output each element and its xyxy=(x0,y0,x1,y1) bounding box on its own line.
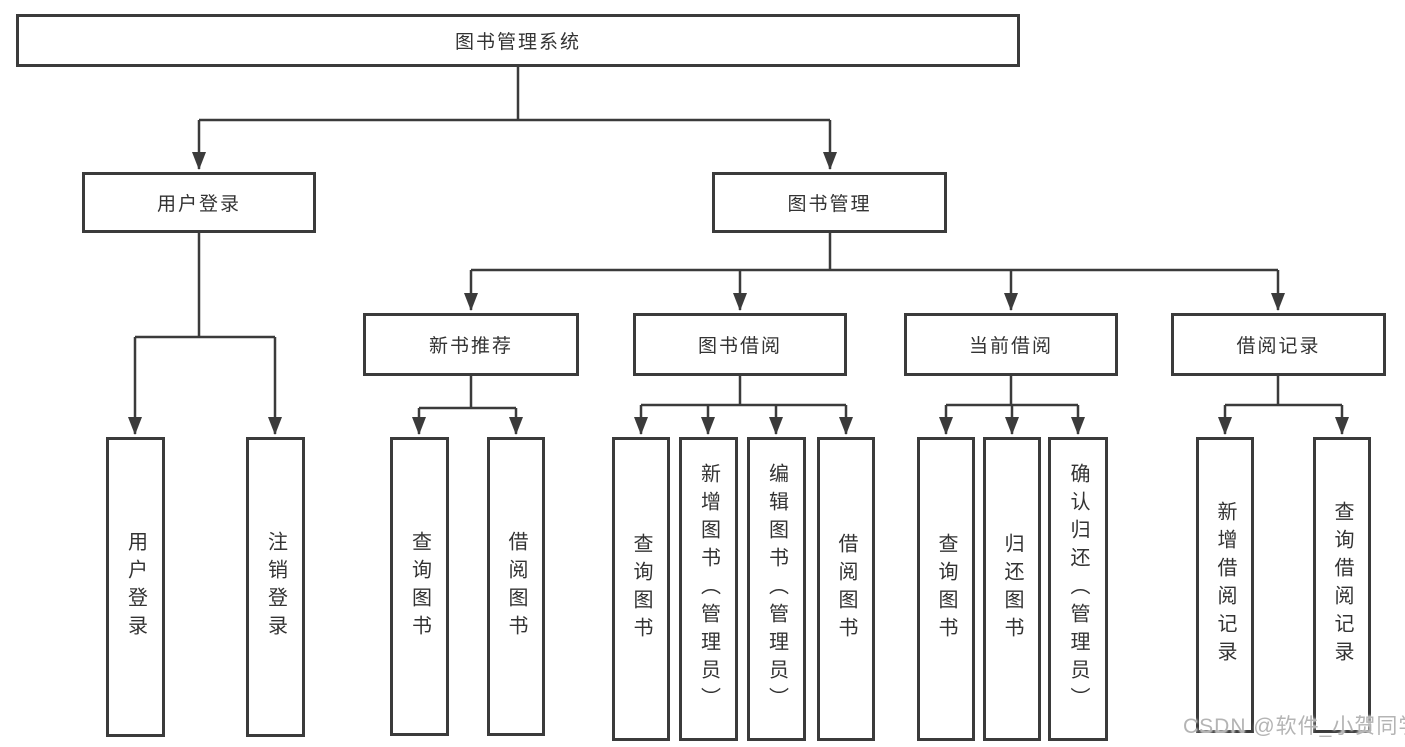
node-label: 借阅记录 xyxy=(1236,336,1321,357)
leaf-borrow-add-book-admin: 新增图书（管理员） xyxy=(679,437,738,741)
node-root-system: 图书管理系统 xyxy=(16,14,1020,67)
node-label: 用户登录 xyxy=(156,194,241,215)
leaf-borrow-borrow-book: 借阅图书 xyxy=(817,437,875,741)
csdn-watermark: CSDN @软件_小贺同学 xyxy=(1183,715,1405,738)
node-label: 借阅图书 xyxy=(835,533,857,645)
node-label: 借阅图书 xyxy=(505,530,527,643)
node-label: 查询图书 xyxy=(630,533,652,645)
leaf-record-query-borrow-record: 查询借阅记录 xyxy=(1313,437,1371,733)
node-label: 图书管理 xyxy=(787,194,872,215)
node-borrow-record: 借阅记录 xyxy=(1171,313,1386,376)
node-label: 图书借阅 xyxy=(697,336,782,357)
node-label: 查询图书 xyxy=(408,530,431,643)
node-label: 注销登录 xyxy=(264,531,287,643)
node-label: 确认归还（管理员） xyxy=(1067,463,1089,715)
leaf-logout: 注销登录 xyxy=(246,437,305,737)
node-current-borrow: 当前借阅 xyxy=(904,313,1118,376)
leaf-current-query-book: 查询图书 xyxy=(917,437,975,741)
leaf-recommend-query-book: 查询图书 xyxy=(390,437,449,736)
node-label: 新增借阅记录 xyxy=(1214,501,1236,669)
node-label: 编辑图书（管理员） xyxy=(765,463,788,715)
node-user-login-group: 用户登录 xyxy=(82,172,316,233)
leaf-recommend-borrow-book: 借阅图书 xyxy=(487,437,545,736)
node-new-book-recommend: 新书推荐 xyxy=(363,313,579,376)
node-book-management-group: 图书管理 xyxy=(712,172,947,233)
node-label: 当前借阅 xyxy=(968,336,1053,357)
node-label: 归还图书 xyxy=(1001,533,1023,645)
node-label: 新书推荐 xyxy=(428,336,513,357)
leaf-record-add-borrow-record: 新增借阅记录 xyxy=(1196,437,1254,733)
node-label: 新增图书（管理员） xyxy=(697,463,720,715)
leaf-current-return-book: 归还图书 xyxy=(983,437,1041,741)
node-book-borrow: 图书借阅 xyxy=(633,313,847,376)
node-label: 图书管理系统 xyxy=(454,32,581,53)
node-label: 查询借阅记录 xyxy=(1331,501,1353,669)
leaf-borrow-query-book: 查询图书 xyxy=(612,437,670,741)
leaf-user-login: 用户登录 xyxy=(106,437,165,737)
leaf-current-confirm-return-admin: 确认归还（管理员） xyxy=(1048,437,1108,741)
node-label: 查询图书 xyxy=(935,533,957,645)
node-label: 用户登录 xyxy=(124,531,147,643)
leaf-borrow-edit-book-admin: 编辑图书（管理员） xyxy=(747,437,806,741)
